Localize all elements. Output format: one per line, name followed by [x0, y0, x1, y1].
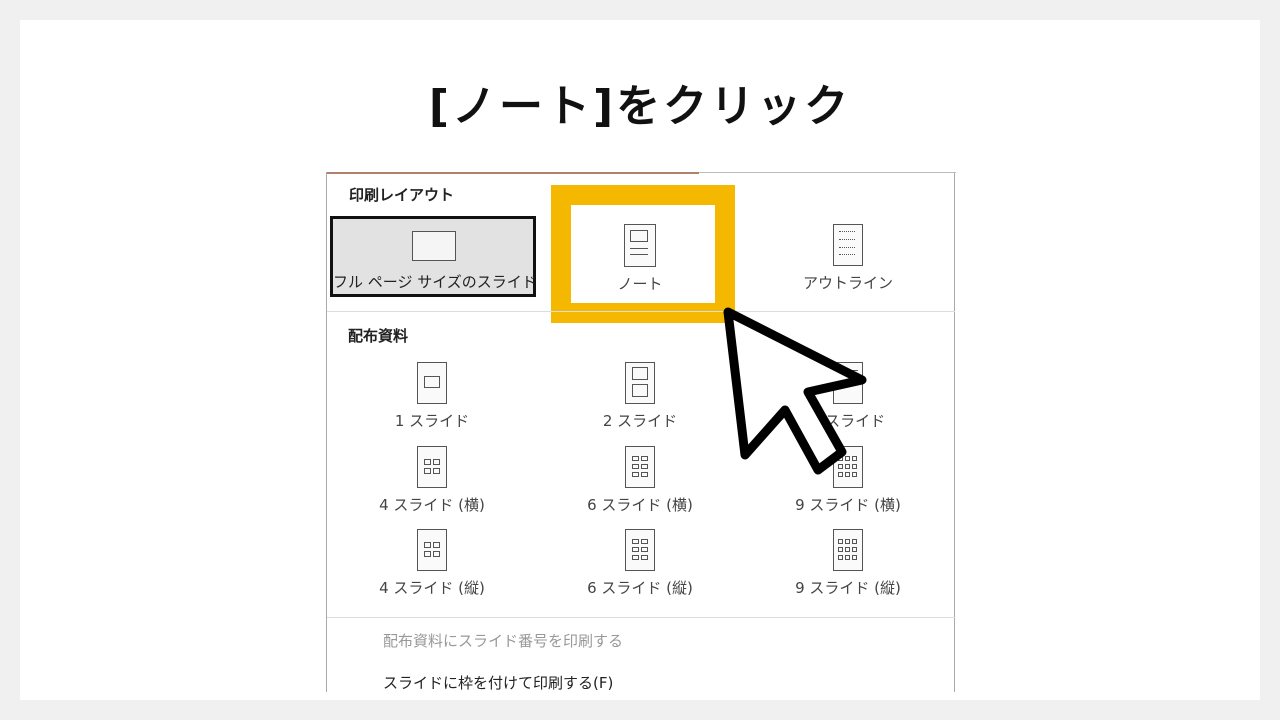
handout-9[interactable]: 9 スライド (縦) [748, 529, 948, 599]
handouts-heading: 配布資料 [348, 327, 409, 345]
handout-label: 4 スライド (縦) [379, 579, 485, 597]
print-slide-numbers-option: 配布資料にスライド番号を印刷する [383, 632, 624, 650]
outline-icon [833, 224, 863, 266]
handout-2-icon [625, 362, 655, 404]
handout-8[interactable]: 6 スライド (縦) [540, 529, 740, 599]
handout-6h-icon [625, 446, 655, 488]
frame-slides-option[interactable]: スライドに枠を付けて印刷する(F) [383, 674, 614, 692]
cursor-arrow [723, 307, 867, 475]
section-divider [327, 311, 955, 312]
handout-label: 9 スライド (横) [795, 496, 901, 514]
handout-9v-icon [833, 529, 863, 571]
handout-label: 1 スライド [394, 412, 470, 430]
instruction-title: [ノート]をクリック [428, 81, 852, 132]
panel-top-accent [327, 172, 699, 174]
handout-label: 9 スライド (縦) [795, 579, 901, 597]
layout-label: フル ページ サイズのスライド [333, 273, 537, 291]
layout-label: ノート [617, 275, 663, 293]
handout-7[interactable]: 4 スライド (縦) [332, 529, 532, 599]
handout-label: 6 スライド (横) [587, 496, 693, 514]
full-page-slide-icon [412, 231, 456, 261]
handout-2[interactable]: 2 スライド [540, 362, 740, 432]
layout-notes[interactable]: ノート [551, 185, 735, 323]
handout-5[interactable]: 6 スライド (横) [540, 446, 740, 516]
handout-1-icon [417, 362, 447, 404]
layout-outline[interactable]: アウトライン [748, 222, 948, 294]
print-layout-panel: 印刷レイアウト フル ページ サイズのスライド [326, 172, 956, 692]
notes-page-icon [624, 224, 656, 267]
handout-label: 2 スライド [602, 412, 678, 430]
handout-6v-icon [625, 529, 655, 571]
handout-4v-icon [417, 529, 447, 571]
section-divider [327, 617, 955, 618]
handout-4h-icon [417, 446, 447, 488]
handout-label: 6 スライド (縦) [587, 579, 693, 597]
layout-label: アウトライン [802, 274, 893, 292]
handout-label: 4 スライド (横) [379, 496, 485, 514]
handout-1[interactable]: 1 スライド [332, 362, 532, 432]
handout-4[interactable]: 4 スライド (横) [332, 446, 532, 516]
layout-full-page-slide[interactable]: フル ページ サイズのスライド [330, 216, 537, 297]
print-layout-heading: 印刷レイアウト [349, 186, 455, 204]
